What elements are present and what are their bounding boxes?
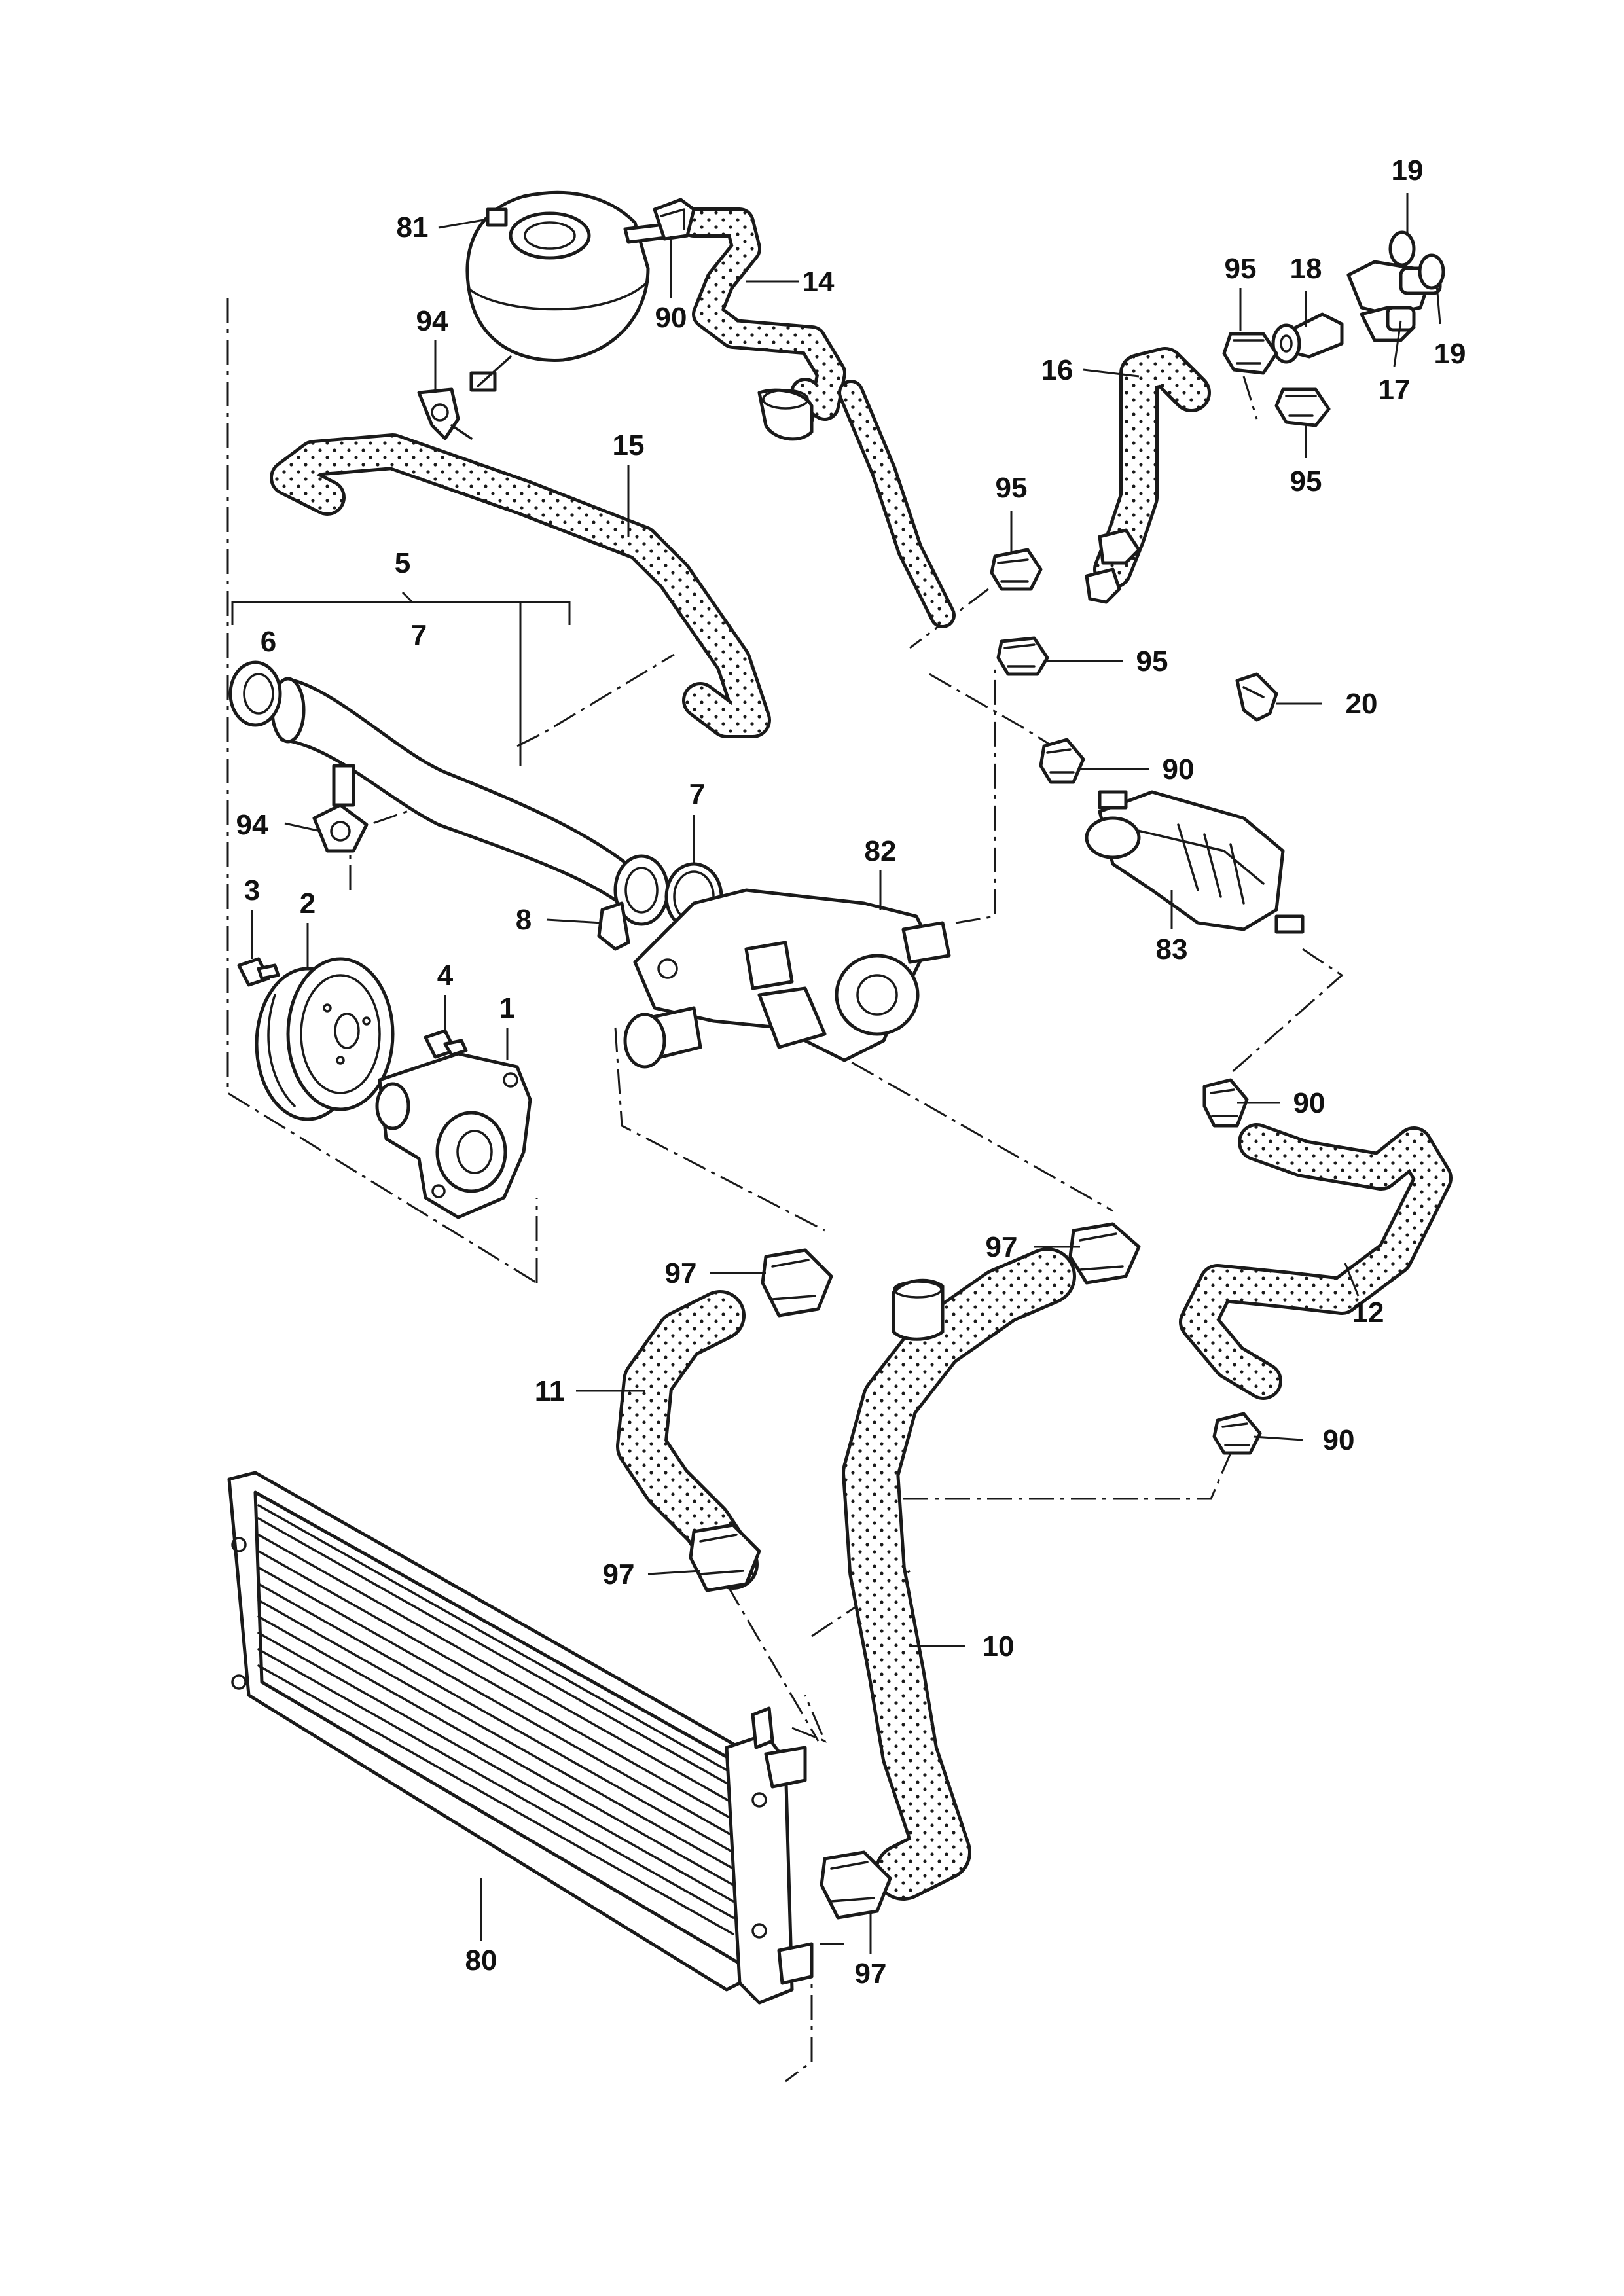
callout-81: 81 — [397, 211, 429, 243]
hose-10 — [842, 1247, 1076, 1901]
hose-10-clamp — [892, 1278, 945, 1341]
hose-11 — [616, 1290, 759, 1590]
callout-7-top: 7 — [411, 619, 427, 651]
callout-94-lower: 94 — [236, 809, 268, 841]
clip-90-b — [1039, 738, 1085, 784]
callout-90-top: 90 — [655, 302, 687, 334]
callout-17: 17 — [1379, 374, 1411, 406]
bolt-3 — [237, 957, 280, 987]
water-pump-1 — [375, 1052, 532, 1219]
callout-18: 18 — [1290, 253, 1322, 285]
expansion-tank-81 — [465, 190, 683, 392]
callout-97-bottom: 97 — [855, 1958, 887, 1990]
clip-90-d — [1212, 1412, 1262, 1455]
coolant-pipe-5 — [270, 677, 670, 926]
callout-4: 4 — [437, 960, 454, 992]
callout-6: 6 — [261, 626, 276, 658]
callout-97-mid: 97 — [603, 1558, 635, 1590]
callout-19-top: 19 — [1392, 154, 1424, 187]
callout-5: 5 — [395, 547, 410, 579]
callout-19-right: 19 — [1434, 338, 1466, 370]
clip-95-c — [990, 548, 1043, 591]
clip-97-b — [1068, 1222, 1141, 1285]
callout-95-lower: 95 — [1136, 645, 1168, 677]
clip-97-a — [761, 1248, 833, 1318]
callout-15: 15 — [613, 429, 645, 461]
clip-20 — [1235, 672, 1278, 722]
callout-10: 10 — [983, 1630, 1015, 1662]
hose-16-fitting — [1085, 528, 1141, 604]
clip-8 — [597, 901, 630, 951]
clip-95-d — [996, 636, 1049, 676]
callout-8: 8 — [516, 904, 532, 936]
bolt-4 — [424, 1029, 468, 1059]
callout-20: 20 — [1346, 688, 1378, 720]
clip-95-b — [1274, 387, 1331, 427]
pulley-2 — [255, 957, 395, 1121]
callout-80: 80 — [465, 1945, 497, 1977]
callout-labels: 19 81 18 95 14 94 90 19 16 17 15 95 95 5… — [236, 154, 1466, 1990]
callout-95-mid-right: 95 — [1290, 465, 1322, 497]
callout-1: 1 — [499, 992, 515, 1024]
coolant-flange-82 — [623, 888, 951, 1069]
clip-97-d — [820, 1850, 892, 1920]
thermostat-83 — [1085, 790, 1305, 934]
callout-97-left: 97 — [665, 1257, 697, 1289]
callout-90-right: 90 — [1293, 1087, 1326, 1119]
callout-90-mid: 90 — [1163, 753, 1195, 785]
callout-14: 14 — [803, 266, 835, 298]
clip-95-a — [1222, 332, 1278, 375]
clip-94-pipe — [312, 803, 369, 853]
callout-2: 2 — [300, 888, 316, 920]
callout-95-mid-left: 95 — [996, 472, 1028, 504]
hose-14 — [679, 207, 956, 628]
o-ring-19 — [1388, 230, 1445, 290]
clip-94-tank — [417, 387, 473, 440]
radiator-80 — [227, 1471, 814, 2005]
clip-90-c — [1202, 1078, 1249, 1128]
callout-90-lower: 90 — [1323, 1424, 1355, 1456]
callout-16: 16 — [1041, 354, 1074, 386]
callout-3: 3 — [244, 874, 260, 906]
callout-12: 12 — [1352, 1297, 1384, 1329]
temperature-sender-18 — [1271, 312, 1344, 364]
callout-82: 82 — [865, 835, 897, 867]
callout-95-top: 95 — [1225, 253, 1257, 285]
callout-97-right: 97 — [986, 1231, 1018, 1263]
callout-7-right: 7 — [689, 778, 705, 810]
hose-14-end-fitting — [757, 388, 814, 441]
hose-12 — [1179, 1123, 1453, 1400]
callout-11: 11 — [535, 1375, 566, 1407]
clip-90-tank — [653, 198, 696, 241]
seal-6 — [228, 660, 282, 727]
clip-97-c — [689, 1523, 761, 1592]
hose-15 — [270, 433, 771, 738]
callout-94-top: 94 — [416, 305, 448, 337]
callout-83: 83 — [1156, 933, 1188, 965]
leader-lines — [231, 193, 1441, 1954]
